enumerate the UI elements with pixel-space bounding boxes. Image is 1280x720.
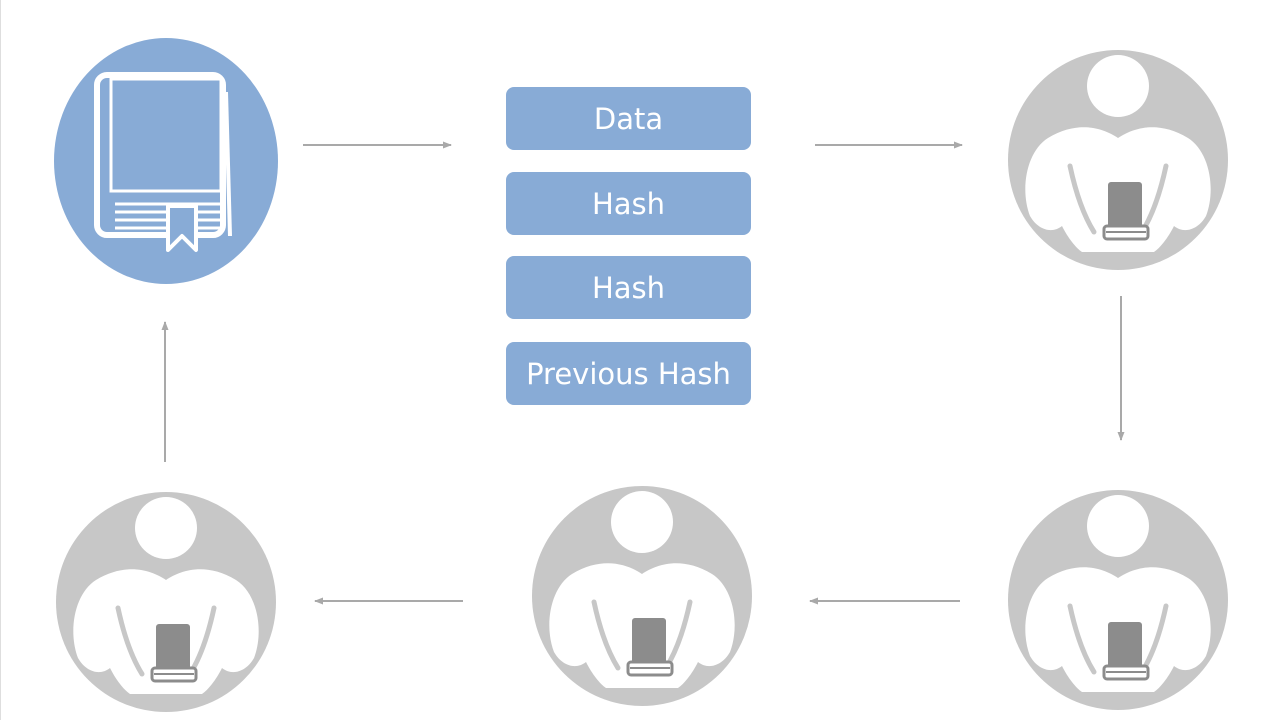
user-holding-book-icon [56, 492, 276, 712]
node-bottom-left [56, 492, 276, 712]
user-holding-book-icon [532, 486, 752, 706]
node-top-right [1008, 50, 1228, 270]
user-holding-book-icon [1008, 50, 1228, 270]
block-field-data: Data [506, 87, 751, 150]
node-bottom-right [1008, 490, 1228, 710]
user-holding-book-icon [1008, 490, 1228, 710]
block-field-hash: Hash [506, 172, 751, 235]
ledger-book-icon [94, 72, 232, 252]
block-field-previous-hash: Previous Hash [506, 342, 751, 405]
frame-edge [0, 0, 1, 720]
block-field-hash: Hash [506, 256, 751, 319]
ledger-node [54, 38, 278, 284]
node-bottom-center [532, 486, 752, 706]
